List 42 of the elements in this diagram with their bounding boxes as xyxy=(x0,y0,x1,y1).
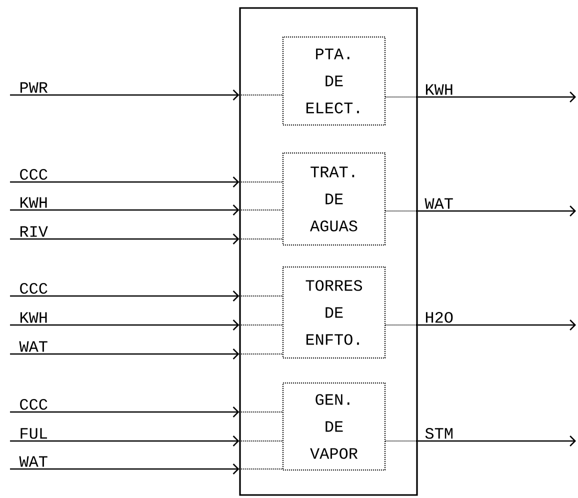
edge-label: FUL xyxy=(20,428,47,439)
connector-line xyxy=(385,96,418,98)
edge-label: RIV xyxy=(20,226,48,237)
connector-line xyxy=(385,324,418,326)
connector-line xyxy=(238,468,283,470)
arrow xyxy=(10,348,240,360)
system-box xyxy=(239,7,418,496)
arrow xyxy=(418,206,576,216)
arrow xyxy=(10,436,240,446)
arrow xyxy=(418,320,576,330)
edge-label: WAT xyxy=(19,456,48,467)
arrow xyxy=(10,464,240,474)
arrow xyxy=(10,204,240,216)
connector-line xyxy=(238,324,283,326)
edge-label: KWH xyxy=(20,197,47,208)
edge-label: WAT xyxy=(19,341,48,352)
edge-label: CCC xyxy=(20,168,48,180)
edge-label: KWH xyxy=(20,312,47,323)
edge-label: KWH xyxy=(426,84,452,95)
arrow xyxy=(10,290,240,302)
process-box: TORRES DE ENFTO. xyxy=(282,266,386,358)
arrow xyxy=(10,176,240,188)
edge-label: CCC xyxy=(20,282,48,294)
process-box: TRAT. DE AGUAS xyxy=(282,152,386,246)
edge-label: WAT xyxy=(424,198,453,209)
edge-label: CCC xyxy=(20,398,48,410)
arrow xyxy=(10,90,240,100)
connector-line xyxy=(238,94,283,96)
arrow xyxy=(10,406,240,418)
connector-line xyxy=(385,440,418,442)
edge-label: PWR xyxy=(20,82,48,93)
edge-label: STM xyxy=(425,428,452,439)
arrow xyxy=(418,92,576,102)
connector-line xyxy=(238,440,283,442)
arrow xyxy=(10,234,240,244)
arrow xyxy=(418,436,576,446)
process-box: GEN. DE VAPOR xyxy=(282,382,386,470)
arrow xyxy=(10,320,240,330)
process-box: PTA. DE ELECT. xyxy=(282,36,386,126)
connector-line xyxy=(238,238,283,240)
edge-label: H2O xyxy=(426,312,453,323)
connector-line xyxy=(385,210,418,212)
